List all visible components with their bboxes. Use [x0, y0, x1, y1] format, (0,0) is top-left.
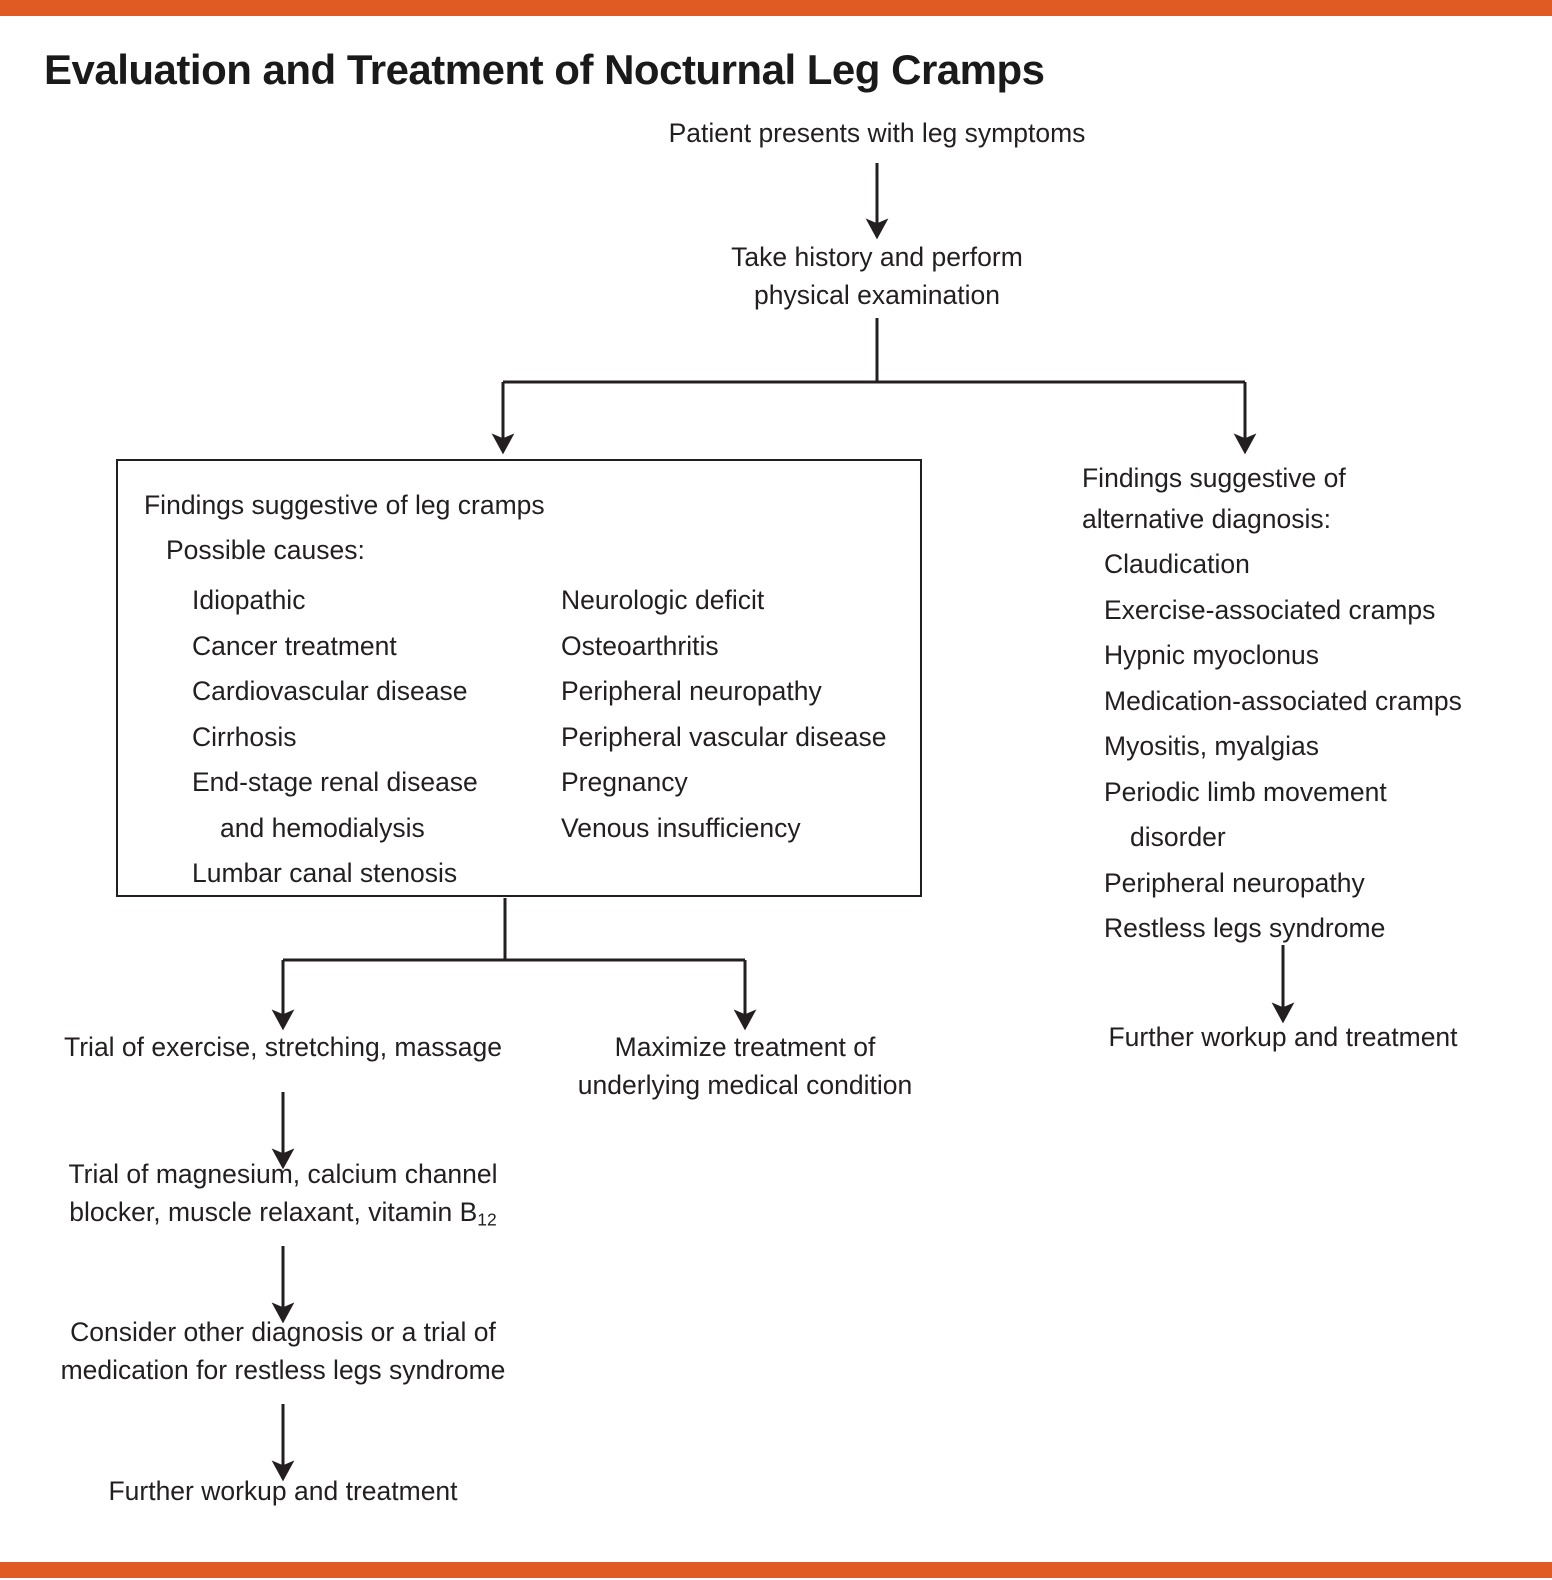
- vitamin-b12-subscript: 12: [477, 1209, 497, 1230]
- list-item: Peripheral neuropathy: [561, 676, 822, 706]
- list-item: Cirrhosis: [192, 721, 297, 752]
- leg-cramps-findings-box: Findings suggestive of leg cramps Possib…: [116, 459, 922, 897]
- node-further-workup-left: Further workup and treatment: [108, 1476, 458, 1506]
- list-item: Neurologic deficit: [561, 585, 765, 615]
- box-subheading-possible-causes: Possible causes:: [166, 535, 365, 565]
- node-patient-presents: Patient presents with leg symptoms: [668, 118, 1086, 148]
- node-consider-other-diagnosis: Consider other diagnosis or a trial of m…: [60, 1317, 506, 1385]
- list-item: Medication-associated cramps: [1104, 685, 1462, 716]
- list-item: Restless legs syndrome: [1104, 913, 1386, 943]
- list-item: Myositis, myalgias: [1104, 731, 1319, 761]
- list-item: Exercise-associated cramps: [1104, 594, 1436, 625]
- list-item: Hypnic myoclonus: [1104, 640, 1320, 670]
- list-item: Osteoarthritis: [561, 630, 719, 661]
- list-item: Peripheral vascular disease: [561, 721, 887, 752]
- list-item: Cancer treatment: [192, 630, 397, 661]
- node-take-history: Take history and perform physical examin…: [731, 242, 1023, 310]
- node-trial-medication: Trial of magnesium, calcium channel bloc…: [33, 1155, 533, 1238]
- list-item: Cardiovascular disease: [192, 676, 468, 706]
- list-item: Idiopathic: [192, 585, 306, 615]
- box-heading-findings: Findings suggestive of leg cramps: [144, 490, 545, 520]
- list-item: Pregnancy: [561, 767, 688, 797]
- page-title: Evaluation and Treatment of Nocturnal Le…: [44, 46, 1045, 93]
- list-item: Claudication: [1104, 549, 1250, 579]
- list-item-continuation: disorder: [1130, 822, 1226, 852]
- bottom-accent-bar: [0, 1562, 1552, 1578]
- trial-medication-text: Trial of magnesium, calcium channel bloc…: [68, 1159, 498, 1227]
- node-maximize-treatment: Maximize treatment of underlying medical…: [577, 1032, 913, 1100]
- top-accent-bar: [0, 0, 1552, 16]
- alternative-diagnosis-heading: Findings suggestive of alternative diagn…: [1082, 463, 1346, 534]
- list-item: Lumbar canal stenosis: [192, 858, 458, 888]
- node-trial-exercise: Trial of exercise, stretching, massage: [64, 1032, 502, 1062]
- list-item-continuation: and hemodialysis: [220, 812, 425, 843]
- list-item: Peripheral neuropathy: [1104, 867, 1365, 898]
- list-item: Venous insufficiency: [561, 812, 801, 843]
- node-further-workup-right: Further workup and treatment: [1108, 1022, 1458, 1052]
